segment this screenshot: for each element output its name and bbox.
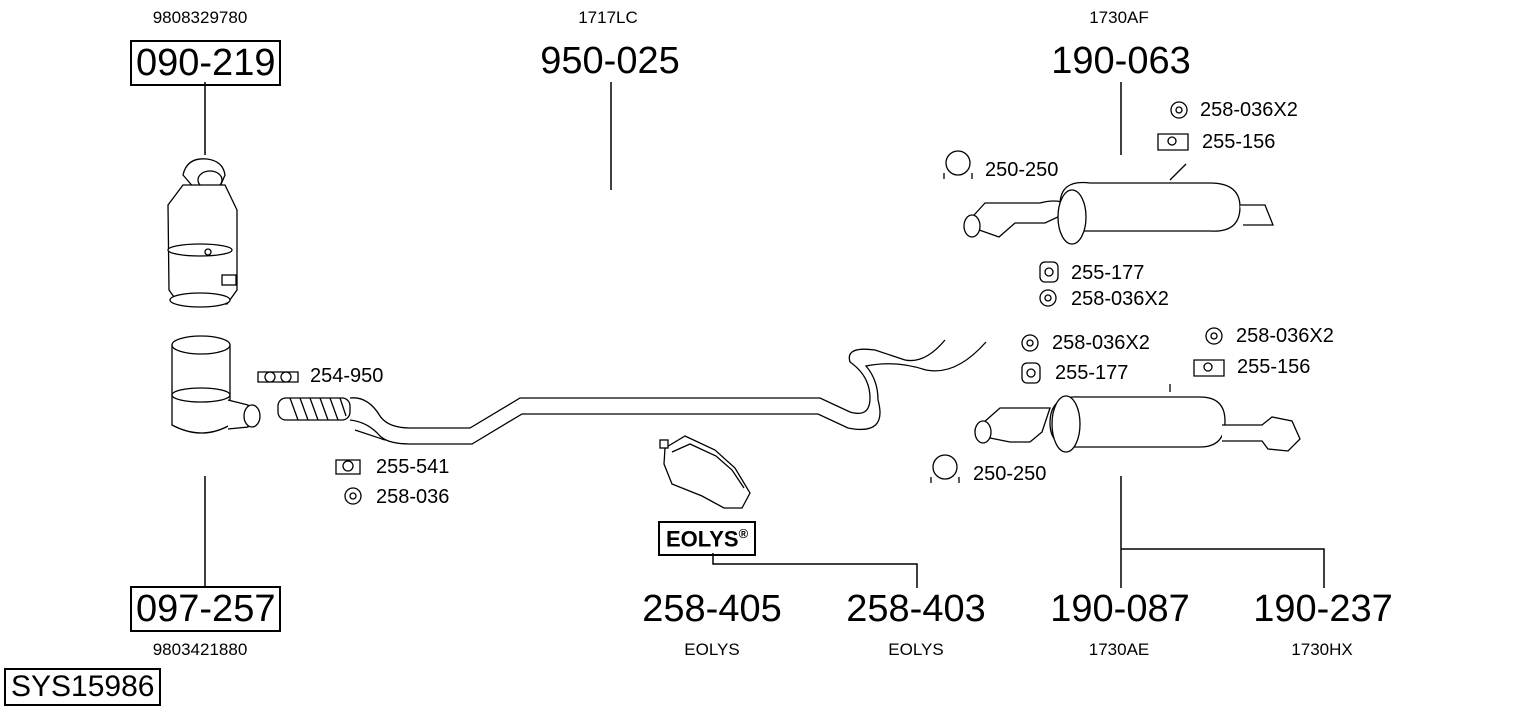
- eolys-badge: EOLYS®: [658, 521, 757, 557]
- small-part-label[interactable]: 255-177: [1071, 262, 1145, 284]
- rubber-mount-icon: [1039, 261, 1059, 283]
- small-part-label[interactable]: 258-036X2: [1200, 99, 1298, 121]
- nut-icon: [1021, 334, 1039, 352]
- catalytic-converter-icon: [171, 335, 261, 434]
- small-part-label[interactable]: 254-950: [310, 365, 384, 387]
- part-number-258-403[interactable]: 258-403: [846, 588, 986, 630]
- part-number-190-063[interactable]: 190-063: [1051, 40, 1191, 82]
- oem-number: 1730AE: [1088, 640, 1150, 659]
- part-number-190-087[interactable]: 190-087: [1050, 588, 1190, 630]
- oem-number: 1730AF: [1089, 8, 1149, 27]
- small-part-label[interactable]: 258-036: [376, 486, 450, 508]
- small-part-label[interactable]: 258-036X2: [1236, 325, 1334, 347]
- nut-icon: [1039, 289, 1057, 307]
- part-number-950-025[interactable]: 950-025: [540, 40, 680, 82]
- small-part-label[interactable]: 255-541: [376, 456, 450, 478]
- small-part-label[interactable]: 255-156: [1237, 356, 1311, 378]
- oem-number: 1717LC: [578, 8, 638, 27]
- small-part-label[interactable]: 258-036X2: [1052, 332, 1150, 354]
- small-part-label[interactable]: 255-156: [1202, 131, 1276, 153]
- oem-number: EOLYS: [684, 640, 740, 659]
- small-part-label[interactable]: 250-250: [973, 463, 1047, 485]
- bracket-icon: [1193, 359, 1225, 377]
- nut-icon: [344, 487, 362, 505]
- oem-number: 9803421880: [152, 640, 248, 659]
- rubber-mount-icon: [1021, 362, 1041, 384]
- small-part-label[interactable]: 250-250: [985, 159, 1059, 181]
- eolys-badge-text: EOLYS: [666, 526, 739, 552]
- oem-number: EOLYS: [888, 640, 944, 659]
- leader-190-237: [1121, 548, 1325, 588]
- particulate-filter-icon: [167, 158, 238, 308]
- part-number-090-219[interactable]: 090-219: [130, 40, 282, 86]
- eolys-tank-icon: [659, 435, 751, 509]
- bracket-icon: [1157, 133, 1189, 151]
- oem-number: 1730HX: [1291, 640, 1353, 659]
- clamp-ring-icon: [930, 454, 960, 483]
- part-number-190-237[interactable]: 190-237: [1253, 588, 1393, 630]
- part-number-097-257[interactable]: 097-257: [130, 586, 282, 632]
- clamp-ring-icon: [943, 150, 973, 179]
- oem-number: 9808329780: [152, 8, 248, 27]
- rear-silencer-lower-icon: [973, 384, 1301, 453]
- front-pipe-icon: [277, 339, 987, 445]
- system-id: SYS15986: [4, 668, 162, 706]
- small-part-label[interactable]: 258-036X2: [1071, 288, 1169, 310]
- registered-mark: ®: [738, 526, 749, 541]
- clamp-icon: [257, 371, 299, 383]
- small-part-label[interactable]: 255-177: [1055, 362, 1129, 384]
- part-number-258-405[interactable]: 258-405: [642, 588, 782, 630]
- nut-icon: [1205, 327, 1223, 345]
- leader-eolys: [712, 553, 918, 588]
- rear-silencer-upper-icon: [963, 163, 1274, 245]
- rubber-mount-icon: [335, 459, 361, 475]
- nut-icon: [1170, 101, 1188, 119]
